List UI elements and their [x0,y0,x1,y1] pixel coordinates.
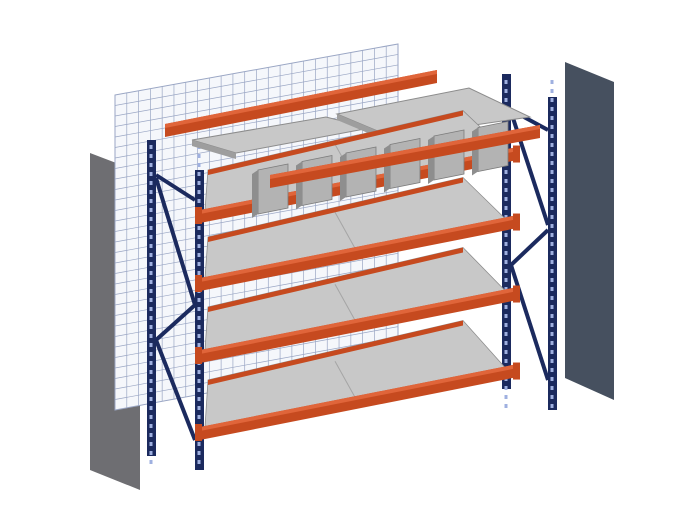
beam-connector [513,285,520,303]
back-beam [208,110,463,175]
back-beam [208,320,463,385]
beam-connector [195,424,202,441]
beam-connector [513,145,520,163]
top-loose-beam [165,70,437,137]
beam-connector [195,347,202,364]
beam-connector [513,362,520,380]
divider-top-beam [270,125,540,188]
shelf-level-3 [195,247,520,364]
top-shelf-panels [191,87,532,159]
back-beam [208,177,463,242]
beam-connector [195,207,202,224]
beam-connector [513,213,520,231]
right-upright-frame [502,74,557,410]
front-beam-edge [200,287,515,354]
front-beam-edge [200,364,515,431]
back-beam [208,247,463,312]
right-side-panel [565,62,614,400]
shelf-level-4 [195,320,520,441]
beam-connector [195,275,202,292]
shelf-level-2 [195,177,520,292]
front-beam-edge [200,215,515,282]
